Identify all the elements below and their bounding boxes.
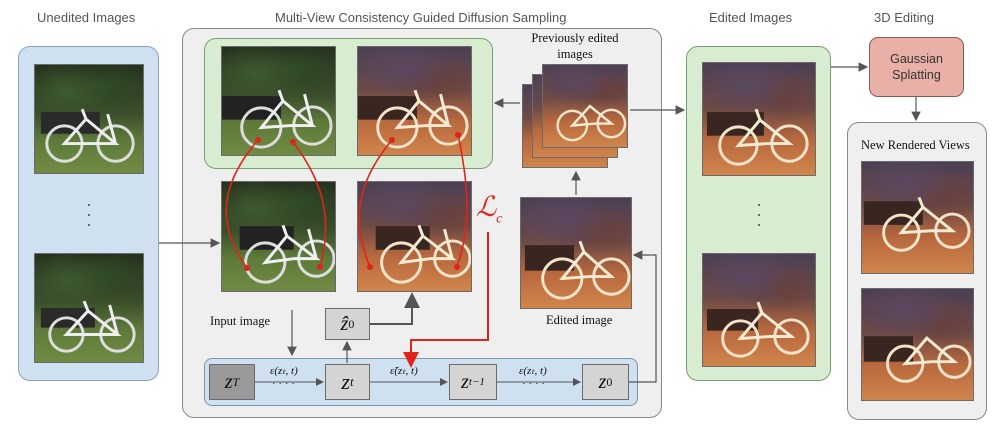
arrow-z0hat-to-edited	[370, 292, 420, 325]
loss-subscript: c	[496, 211, 503, 227]
bicycle-icon	[524, 240, 631, 300]
rendered-view-2	[861, 288, 974, 401]
unedited-images-panel: ···	[18, 46, 159, 381]
arrow-z0-to-edited-image	[629, 250, 657, 383]
guided-noise-label: ε̃(zₜ, t)	[390, 365, 418, 377]
noise-pred-label-2: ε(zₜ, t)	[519, 365, 547, 377]
rendered-view-1	[861, 161, 974, 274]
edited-ellipsis: ···	[756, 195, 762, 235]
reference-input-image	[221, 46, 336, 156]
correspondence-curves	[225, 134, 468, 269]
bicycle-icon	[40, 300, 136, 353]
z-0-symbol: z	[598, 370, 607, 393]
title-edited-images: Edited Images	[709, 10, 793, 25]
z0-hat-subscript: 0	[348, 316, 355, 331]
bicycle-icon	[706, 301, 810, 358]
bicycle-icon	[375, 224, 471, 284]
bicycle-icon	[358, 89, 469, 149]
z-t-subscript: t	[349, 374, 354, 389]
unedited-image-2	[34, 253, 144, 363]
ellipsis-2: · · · ·	[522, 378, 545, 390]
noise-pred-label-1: ε(zₜ, t)	[270, 365, 298, 377]
input-image-label: Input image	[210, 314, 271, 328]
bicycle-icon	[706, 108, 809, 166]
bicycle-icon	[863, 196, 971, 252]
previous-edit-stack-front	[542, 64, 628, 148]
z-0-subscript: 0	[606, 374, 613, 389]
current-edited-image	[357, 181, 472, 292]
new-rendered-views-label: New Rendered Views	[861, 138, 970, 152]
new-rendered-views-panel: New Rendered Views	[847, 122, 987, 420]
title-3d-editing: 3D Editing	[874, 10, 934, 25]
bicycle-icon	[863, 336, 972, 383]
z-T-subscript: T	[232, 374, 240, 389]
z-t-symbol: z	[341, 369, 350, 394]
title-unedited-images: Unedited Images	[37, 10, 136, 25]
bicycle-icon	[556, 104, 627, 142]
input-image	[221, 181, 336, 292]
z-t-minus-1-subscript: t−1	[468, 376, 485, 388]
bicycle-icon	[222, 89, 333, 149]
unedited-ellipsis: ···	[86, 195, 92, 235]
ellipsis-1: · · · ·	[272, 378, 295, 390]
title-diffusion-sampling: Multi-View Consistency Guided Diffusion …	[275, 10, 567, 25]
bicycle-icon	[239, 224, 335, 284]
z0-hat-symbol: ẑ	[340, 312, 349, 335]
previously-edited-label: Previously edited images	[531, 31, 619, 61]
correspondence-points	[244, 132, 461, 271]
bicycle-icon	[40, 108, 135, 163]
edited-images-panel: ···	[686, 46, 831, 381]
edited-image-2	[702, 253, 816, 367]
guidance-arrow	[403, 232, 489, 368]
edited-image-output	[520, 197, 632, 309]
consistency-loss-label: ℒc	[476, 190, 502, 228]
z-t-minus-1-symbol: z	[461, 370, 469, 393]
edited-image-label: Edited image	[546, 313, 613, 327]
reference-edited-image	[357, 46, 472, 156]
z-T-symbol: z	[224, 370, 233, 393]
edited-image-1	[702, 62, 816, 176]
gaussian-splatting-label: Gaussian Splatting	[890, 52, 943, 82]
unedited-image-1	[34, 64, 144, 174]
gaussian-splatting-box: Gaussian Splatting	[869, 37, 964, 97]
loss-symbol: ℒ	[476, 192, 497, 223]
